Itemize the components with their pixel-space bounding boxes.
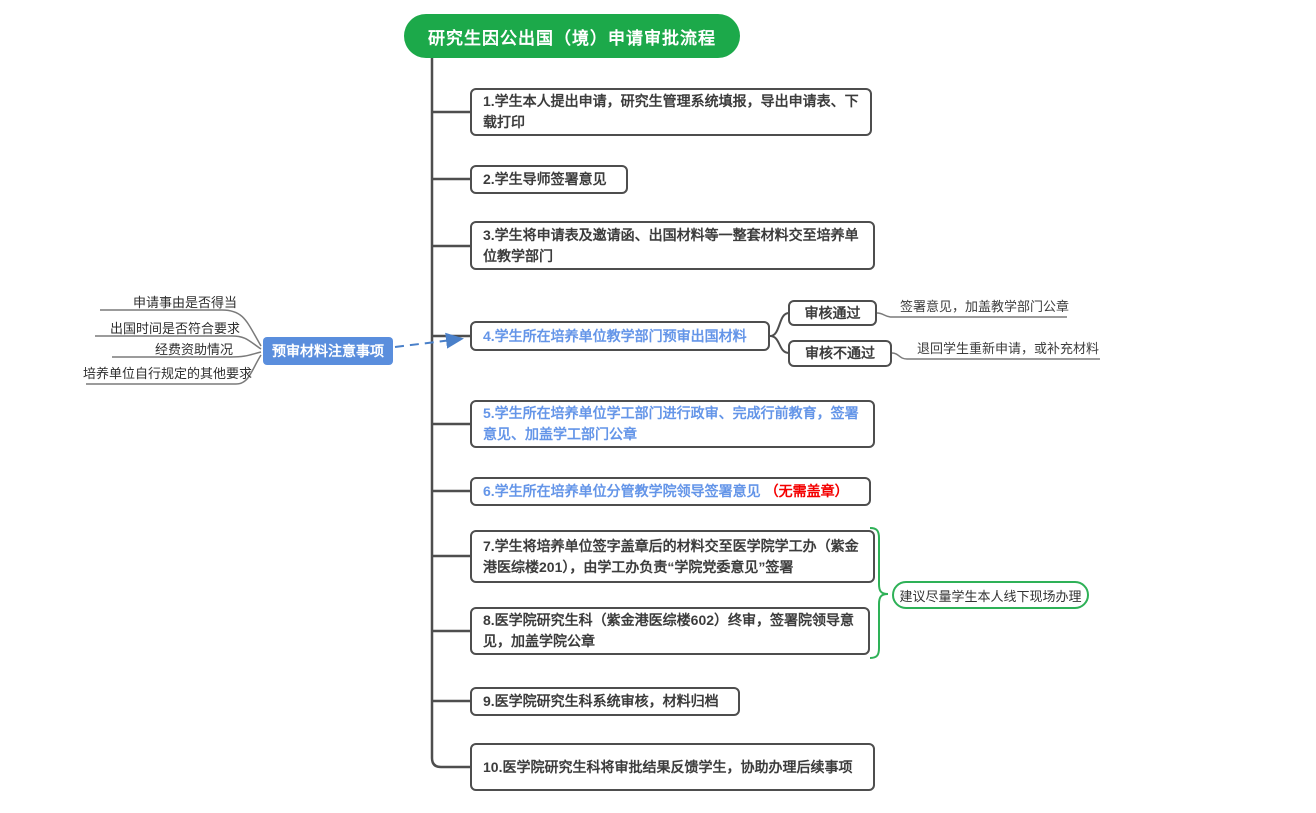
review-fail-result-label[interactable]: 退回学生重新申请，或补充材料 — [917, 341, 1100, 356]
flow-title-node[interactable]: 研究生因公出国（境）申请审批流程 — [404, 14, 740, 58]
step-7-label: 7.学生将培养单位签字盖章后的材料交至医学院学工办（紫金港医综楼201），由学工… — [483, 537, 859, 575]
step-node-3[interactable]: 3.学生将申请表及邀请函、出国材料等一整套材料交至培养单位教学部门 — [470, 221, 875, 270]
step-6-no-seal-label: （无需盖章） — [764, 483, 849, 499]
review-pass-label: 审核通过 — [804, 304, 861, 321]
step-node-8[interactable]: 8.医学院研究生科（紫金港医综楼602）终审，签署院领导意见，加盖学院公章 — [470, 607, 870, 655]
precheck-item-2[interactable]: 出国时间是否符合要求 — [109, 321, 240, 336]
dashed-relationship-arrow — [394, 332, 464, 349]
step-node-2[interactable]: 2.学生导师签署意见 — [470, 165, 628, 194]
step-4-label: 4.学生所在培养单位教学部门预审出国材料 — [483, 327, 747, 344]
step-1-label: 1.学生本人提出申请，研究生管理系统填报，导出申请表、下载打印 — [483, 93, 859, 130]
suggestion-note[interactable]: 建议尽量学生本人线下现场办理 — [892, 581, 1089, 609]
step-9-label: 9.医学院研究生科系统审核，材料归档 — [483, 693, 719, 709]
step-8-label: 8.医学院研究生科（紫金港医综楼602）终审，签署院领导意见，加盖学院公章 — [483, 612, 855, 649]
step-node-9[interactable]: 9.医学院研究生科系统审核，材料归档 — [470, 687, 740, 716]
precheck-note-label: 预审材料注意事项 — [272, 343, 384, 359]
step-2-label: 2.学生导师签署意见 — [483, 171, 607, 187]
step-10-label: 10.医学院研究生科将审批结果反馈学生，协助办理后续事项 — [483, 758, 853, 775]
review-pass-node[interactable]: 审核通过 — [788, 300, 877, 326]
step-node-6[interactable]: 6.学生所在培养单位分管教学院领导签署意见 （无需盖章） — [470, 477, 871, 506]
precheck-item-3[interactable]: 经费资助情况 — [154, 342, 233, 357]
step-node-10[interactable]: 10.医学院研究生科将审批结果反馈学生，协助办理后续事项 — [470, 743, 875, 791]
step-node-7[interactable]: 7.学生将培养单位签字盖章后的材料交至医学院学工办（紫金港医综楼201），由学工… — [470, 530, 875, 583]
step-node-1[interactable]: 1.学生本人提出申请，研究生管理系统填报，导出申请表、下载打印 — [470, 88, 872, 136]
precheck-item-4[interactable]: 培养单位自行规定的其他要求 — [83, 366, 253, 381]
step-node-5[interactable]: 5.学生所在培养单位学工部门进行政审、完成行前教育，签署意见、加盖学工部门公章 — [470, 400, 875, 448]
flow-title-label: 研究生因公出国（境）申请审批流程 — [428, 28, 716, 48]
step-3-label: 3.学生将申请表及邀请函、出国材料等一整套材料交至培养单位教学部门 — [483, 226, 859, 264]
precheck-item-1[interactable]: 申请事由是否得当 — [132, 295, 237, 310]
review-pass-result-label[interactable]: 签署意见，加盖教学部门公章 — [900, 299, 1070, 314]
connector-step4-pass — [769, 312, 790, 337]
trunk-connector — [430, 57, 470, 769]
precheck-note-node[interactable]: 预审材料注意事项 — [263, 337, 393, 365]
step-node-4[interactable]: 4.学生所在培养单位教学部门预审出国材料 — [470, 321, 770, 351]
suggestion-label: 建议尽量学生本人线下现场办理 — [899, 588, 1082, 604]
connector-step4-fail — [769, 335, 790, 354]
review-fail-label: 审核不通过 — [805, 345, 875, 361]
step-5-label: 5.学生所在培养单位学工部门进行政审、完成行前教育，签署意见、加盖学工部门公章 — [483, 405, 859, 442]
step-6-label: 6.学生所在培养单位分管教学院领导签署意见 — [483, 483, 761, 499]
review-fail-node[interactable]: 审核不通过 — [788, 340, 892, 367]
